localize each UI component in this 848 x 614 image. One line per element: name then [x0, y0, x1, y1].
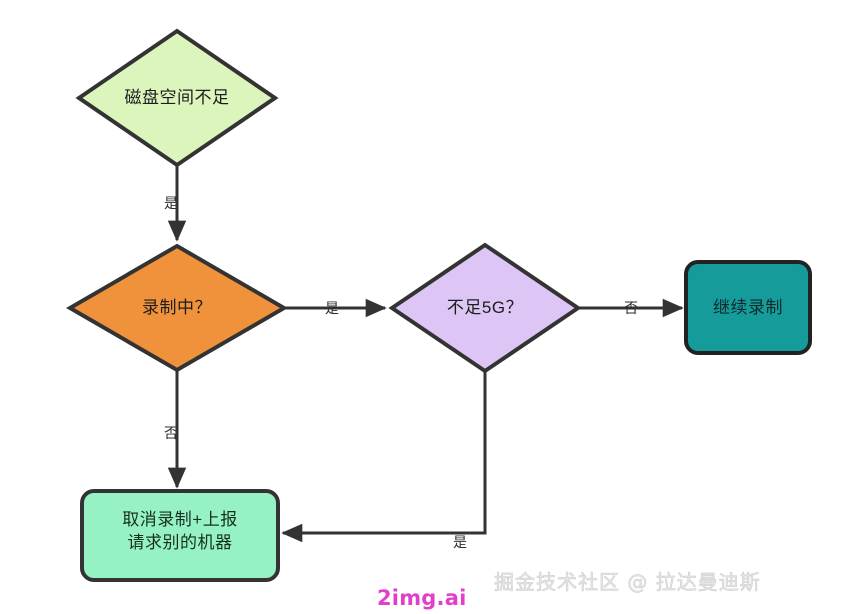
watermark-credit: 掘金技术社区 @ 拉达曼迪斯: [494, 570, 761, 595]
node-keep-recording[interactable]: [684, 260, 812, 355]
watermark-brand: 2img.ai: [377, 586, 467, 610]
node-recording[interactable]: [66, 243, 288, 373]
node-disk-full[interactable]: [75, 28, 279, 168]
node-under-5g[interactable]: [388, 242, 582, 374]
node-cancel-report[interactable]: [80, 489, 280, 582]
edge-under-5g-to-cancel-report: [281, 371, 487, 543]
